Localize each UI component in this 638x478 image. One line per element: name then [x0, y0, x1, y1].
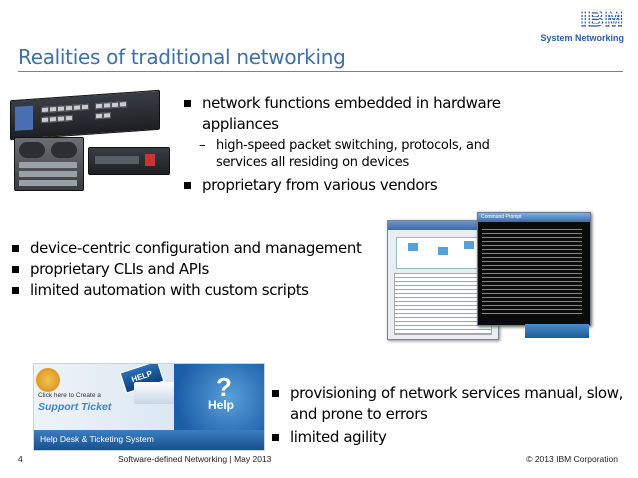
bullet-item: proprietary from various vendors [182, 175, 522, 196]
footer-copyright: © 2013 IBM Corporation [526, 454, 618, 464]
brand-block: IBM System Networking [540, 6, 624, 43]
section-hardware: network functions embedded in hardware a… [182, 93, 522, 196]
title-divider [18, 71, 623, 72]
slide-title: Realities of traditional networking [18, 45, 346, 69]
brand-subtitle: System Networking [540, 33, 624, 43]
user-avatar-icon [36, 368, 60, 392]
bullet-item: provisioning of network services manual,… [270, 383, 635, 425]
bullet-item: device-centric configuration and managem… [10, 238, 380, 259]
section-provisioning: provisioning of network services manual,… [270, 383, 635, 448]
banner-footer: Help Desk & Ticketing System [40, 434, 154, 444]
bullet-square-icon [12, 245, 19, 252]
bullet-square-icon [272, 434, 279, 441]
banner-line2: Support Ticket [38, 401, 112, 413]
window-title: Command Prompt [478, 213, 590, 222]
question-mark-icon: ? [216, 372, 232, 402]
section-management: device-centric configuration and managem… [10, 238, 380, 301]
bullet-square-icon [12, 287, 19, 294]
cli-screenshot-image: Command Prompt [385, 212, 591, 342]
sub-bullet: –high-speed packet switching, protocols,… [199, 138, 490, 170]
keyboard-graphic [134, 382, 174, 404]
ibm-logo: IBM [580, 6, 624, 31]
footer-center: Software-defined Networking | May 2013 [118, 454, 272, 464]
bullet-square-icon [272, 390, 279, 397]
hardware-appliances-image [10, 89, 170, 191]
bullet-item: proprietary CLIs and APIs [10, 259, 380, 280]
bullet-item: network functions embedded in hardware a… [182, 93, 522, 135]
banner-line1: Click here to Create a [38, 392, 101, 399]
help-word: Help [208, 398, 235, 412]
dash-icon: – [199, 138, 206, 153]
page-number: 4 [18, 454, 23, 464]
help-desk-banner[interactable]: Click here to Create a Support Ticket HE… [33, 363, 265, 451]
bullet-square-icon [184, 182, 191, 189]
bullet-square-icon [184, 100, 191, 107]
bullet-item: limited automation with custom scripts [10, 280, 380, 301]
bullet-item: limited agility [270, 427, 635, 448]
bullet-square-icon [12, 266, 19, 273]
